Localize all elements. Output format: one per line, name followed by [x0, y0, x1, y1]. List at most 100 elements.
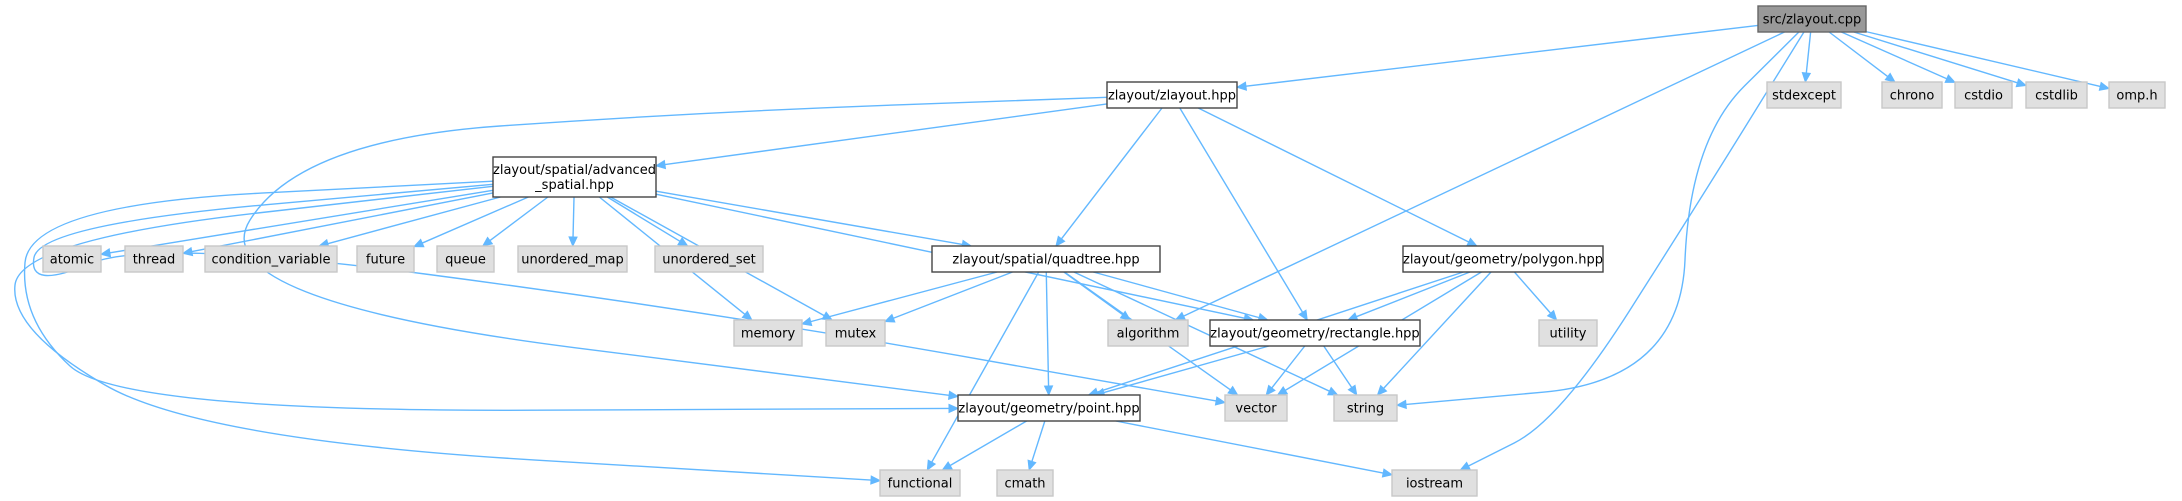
- edge-line: [1805, 31, 1812, 74]
- node-algorithm: algorithm: [1107, 319, 1189, 347]
- edge-root-to-stdexcept: [1801, 31, 1812, 84]
- edge-point-to-iostream: [1115, 420, 1394, 478]
- edge-line: [1115, 420, 1384, 474]
- arrowhead: [800, 316, 813, 327]
- node-box: [654, 245, 764, 273]
- arrowhead: [1466, 237, 1478, 247]
- node-label: functional: [888, 477, 953, 492]
- node-future: future: [356, 245, 415, 273]
- node-unordered-map: unordered_map: [517, 245, 628, 273]
- edge-line: [421, 196, 529, 244]
- arrowhead: [947, 390, 960, 400]
- node-functional: functional: [879, 469, 961, 497]
- edge-adv_spatial-to-atomic: [99, 189, 494, 258]
- node-adv-spatial[interactable]: zlayout/spatial/advanced_spatial.hpp: [492, 156, 657, 198]
- arrowhead: [870, 475, 882, 485]
- node-box: [879, 469, 961, 497]
- edge-line: [1073, 271, 1330, 392]
- edge-line: [1841, 31, 1948, 80]
- edge-line: [606, 196, 681, 242]
- node-box: [996, 469, 1054, 497]
- node-label: future: [366, 253, 405, 268]
- edge-adv_spatial-to-future: [412, 196, 529, 248]
- edge-point-to-functional: [941, 420, 1027, 471]
- arrowhead: [741, 310, 753, 321]
- node-box: [825, 319, 886, 347]
- node-cstdio: cstdio: [1954, 81, 2013, 109]
- edge-adv_spatial-to-unordered_map: [568, 196, 578, 248]
- node-box: [356, 245, 415, 273]
- edge-rectangle-to-vector: [1265, 345, 1306, 396]
- node-queue: queue: [436, 245, 495, 273]
- node-label: memory: [741, 327, 796, 342]
- edge-polygon-to-utility: [1513, 271, 1558, 321]
- node-label: iostream: [1406, 477, 1463, 492]
- edge-line: [1093, 271, 1260, 319]
- node-label: thread: [133, 253, 176, 268]
- node-polygon[interactable]: zlayout/geometry/polygon.hpp: [1402, 245, 1604, 273]
- edge-root-to-omp: [1865, 30, 2111, 91]
- node-label: src/zlayout.cpp: [1763, 13, 1862, 28]
- node-label: queue: [445, 253, 486, 268]
- arrowhead: [1174, 311, 1187, 321]
- arrowhead: [1801, 72, 1812, 84]
- edge-quadtree-to-string: [1073, 271, 1339, 396]
- node-box: [2108, 81, 2166, 109]
- arrowhead: [1459, 461, 1472, 471]
- node-quadtree[interactable]: zlayout/spatial/quadtree.hpp: [931, 245, 1161, 273]
- node-label: zlayout/zlayout.hpp: [1108, 89, 1236, 104]
- edge-line: [1103, 345, 1270, 394]
- node-label: cstdio: [1964, 89, 2003, 104]
- node-label: cmath: [1004, 477, 1045, 492]
- node-box: [42, 245, 102, 273]
- node-thread: thread: [124, 245, 184, 273]
- node-zlayout-hpp[interactable]: zlayout/zlayout.hpp: [1106, 81, 1238, 109]
- arrowhead: [1214, 396, 1227, 406]
- edge-line: [1197, 107, 1470, 243]
- arrowhead: [1884, 72, 1896, 83]
- edge-zlayout_hpp-to-quadtree: [1055, 107, 1163, 247]
- arrowhead: [1326, 386, 1339, 396]
- edge-line: [489, 196, 549, 242]
- node-label: condition_variable: [211, 253, 330, 268]
- node-point[interactable]: zlayout/geometry/point.hpp: [957, 394, 1141, 422]
- arrowhead: [926, 459, 937, 472]
- arrowhead: [941, 461, 953, 471]
- node-box: [204, 245, 338, 273]
- arrowhead: [654, 159, 667, 170]
- edge-line: [931, 271, 1040, 463]
- node-box: [957, 394, 1141, 422]
- node-box: [1333, 394, 1398, 422]
- edge-quadtree-to-point: [1043, 271, 1054, 397]
- edge-line: [810, 271, 998, 323]
- node-stdexcept: stdexcept: [1766, 81, 1842, 109]
- node-label: zlayout/geometry/polygon.hpp: [1403, 253, 1603, 268]
- node-chrono: chrono: [1881, 81, 1943, 109]
- edge-rectangle-to-point: [1093, 345, 1270, 398]
- arrowhead: [1265, 384, 1276, 396]
- node-box: [1107, 319, 1189, 347]
- node-rectangle[interactable]: zlayout/geometry/rectangle.hpp: [1209, 319, 1421, 347]
- arrowhead: [1055, 235, 1066, 247]
- node-label: string: [1347, 402, 1384, 417]
- node-memory: memory: [733, 319, 803, 347]
- arrowhead: [883, 313, 896, 323]
- node-box: [1757, 5, 1867, 33]
- edge-line: [1179, 107, 1304, 313]
- edge-line: [14, 185, 872, 481]
- arrowhead: [1381, 468, 1394, 478]
- edge-adv_spatial-to-point: [23, 180, 960, 414]
- node-label: algorithm: [1117, 327, 1180, 342]
- edge-line: [23, 180, 950, 411]
- edge-quadtree-to-memory: [800, 271, 998, 327]
- node-mutex: mutex: [825, 319, 886, 347]
- edge-line: [893, 271, 1013, 319]
- node-box: [1402, 245, 1604, 273]
- edge-line: [109, 189, 494, 254]
- edge-line: [655, 190, 963, 246]
- edge-line: [1031, 420, 1046, 462]
- node-root[interactable]: src/zlayout.cpp: [1757, 5, 1867, 33]
- node-box: [1538, 319, 1598, 347]
- node-label: utility: [1550, 327, 1587, 342]
